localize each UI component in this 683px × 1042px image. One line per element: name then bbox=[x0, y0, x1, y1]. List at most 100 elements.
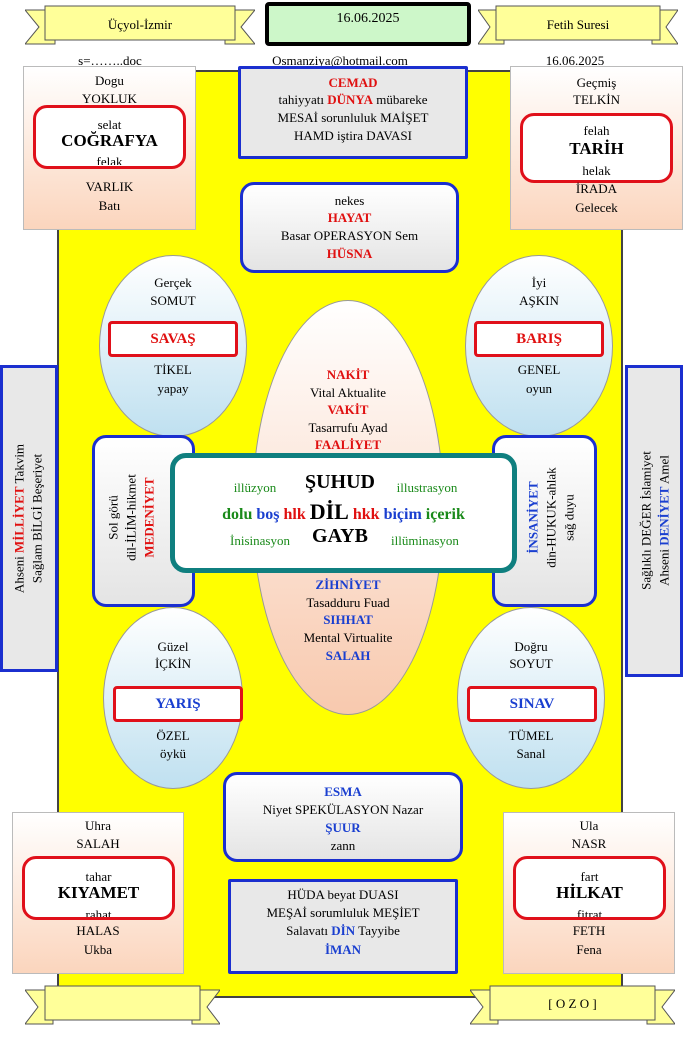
center-red1: NAKİT bbox=[326, 367, 370, 382]
bottom-panel-line3-b: Tayyibe bbox=[358, 923, 400, 938]
top-panel-line1-b: mübareke bbox=[376, 92, 428, 107]
corner-br-title-box bbox=[513, 856, 666, 920]
small-date: 16.06.2025 bbox=[545, 53, 605, 68]
left-inner-red: MEDENİYET bbox=[141, 477, 157, 558]
far-left-line1-b: Takvim bbox=[11, 443, 27, 484]
center-box-left-top: illüzyon bbox=[233, 480, 277, 495]
far-right-line2-b: Amel bbox=[656, 455, 672, 484]
ellipse-lr-bottom1: TÜMEL bbox=[508, 728, 554, 743]
ellipse-ur-top1: İyi bbox=[531, 275, 547, 290]
lower-panel-line2: zann bbox=[330, 838, 356, 853]
corner-tr-bottom1: İRADA bbox=[575, 181, 618, 196]
center-box-title-top: ŞUHUD bbox=[304, 471, 375, 493]
corner-bl-bottom2: Ukba bbox=[83, 942, 113, 957]
ellipse-lr-bottom2: Sanal bbox=[516, 746, 546, 761]
top-panel-line1-red: DÜNYA bbox=[327, 92, 373, 107]
top-panel-line1-a: tahiyyatı bbox=[278, 92, 324, 107]
corner-bl-title-box bbox=[22, 856, 175, 920]
corner-bl-inner-bottom: rahat bbox=[85, 907, 112, 917]
far-right-line2-a: Ahseni bbox=[656, 549, 672, 586]
left-inner-line2: dil-İLİM-hikmet bbox=[123, 474, 139, 561]
footer-right-text: [ O Z O ] bbox=[548, 996, 597, 1011]
corner-br-bottom1: FETH bbox=[572, 923, 606, 938]
center-line4: Mental Virtualite bbox=[303, 630, 393, 645]
far-right-line1: Sağlıklı DEĞER İslamiyet bbox=[638, 451, 654, 590]
corner-tr-inner-top: felah bbox=[583, 123, 610, 138]
ellipse-ur-bottom1: GENEL bbox=[517, 362, 561, 377]
far-left-box bbox=[0, 365, 58, 672]
lower-panel-blue1: ESMA bbox=[324, 784, 362, 799]
corner-br-title: HİLKAT bbox=[556, 883, 623, 902]
right-ribbon-banner bbox=[478, 5, 678, 45]
top-panel-line2: MESAİ sorunluluk MAİŞET bbox=[277, 110, 429, 125]
top-panel bbox=[238, 66, 468, 159]
far-right-line2: Ahseni DENİYET Amel bbox=[656, 381, 673, 661]
corner-br-top2: NASR bbox=[571, 836, 607, 851]
corner-tl-top1: Dogu bbox=[95, 73, 124, 88]
center-box-right-bottom: illüminasyon bbox=[391, 533, 459, 548]
word-hkk: hkk bbox=[352, 506, 380, 523]
corner-tl-title: COĞRAFYA bbox=[61, 131, 158, 150]
left-ribbon-banner bbox=[25, 5, 255, 45]
ellipse-lr-title-box bbox=[467, 686, 597, 722]
top-panel-line3: HAMD iştira DAVASI bbox=[294, 128, 412, 143]
footer-right-ribbon bbox=[470, 985, 675, 1025]
bottom-panel-line3: Salavatı DİN Tayyibe bbox=[228, 922, 458, 940]
far-left-line2: Sağlam BİLGİ Beşeriyet bbox=[29, 453, 45, 584]
ellipse-ul-top1: Gerçek bbox=[154, 275, 192, 290]
corner-tr-title: TARİH bbox=[569, 139, 624, 158]
center-blue2: SIHHAT bbox=[323, 612, 373, 627]
bottom-panel bbox=[228, 879, 458, 974]
right-banner-text: Fetih Suresi bbox=[546, 17, 610, 32]
footer-left-ribbon bbox=[25, 985, 220, 1025]
ellipse-ul-bottom2: yapay bbox=[157, 381, 189, 396]
word-bicim: biçim bbox=[383, 506, 422, 523]
center-blue1: ZİHNİYET bbox=[315, 577, 381, 592]
corner-tr-inner-bottom: helak bbox=[582, 163, 611, 176]
ellipse-ll-bottom1: ÖZEL bbox=[156, 728, 190, 743]
word-hlk: hlk bbox=[283, 506, 306, 523]
corner-tl-inner-top: selat bbox=[97, 117, 122, 132]
corner-tl-top2: YOKLUK bbox=[82, 91, 137, 106]
date-box bbox=[265, 2, 471, 46]
corner-bl-bottom1: HALAS bbox=[76, 923, 120, 938]
corner-bl-title: KIYAMET bbox=[57, 883, 140, 902]
far-left-line1: Ahseni MİLLİYET Takvim bbox=[11, 379, 28, 659]
right-inner-line2: sağ duyu bbox=[561, 494, 577, 541]
corner-tl-bottom2: Batı bbox=[98, 198, 121, 213]
corner-br-bottom2: Fena bbox=[576, 942, 602, 957]
file-label: s=……..doc bbox=[78, 53, 142, 68]
date-text: 16.06.2025 bbox=[336, 11, 400, 26]
ellipse-ll-bottom2: öykü bbox=[160, 746, 186, 761]
ellipse-ur-bottom2: oyun bbox=[526, 381, 552, 396]
email-label: Osmanziya@hotmail.com bbox=[272, 53, 408, 68]
upper-panel-red1: HAYAT bbox=[327, 210, 372, 225]
right-inner-blue: İNSANİYET bbox=[525, 481, 541, 554]
right-inner-line1: din-HUKUK-ahlak bbox=[543, 467, 559, 568]
corner-br-inner-top: fart bbox=[580, 869, 599, 884]
ellipse-ur-title: BARIŞ bbox=[516, 331, 562, 347]
corner-tr-top2: TELKİN bbox=[573, 92, 620, 107]
word-dil: DİL bbox=[309, 499, 349, 524]
center-red3: FAALİYET bbox=[314, 437, 382, 452]
corner-tr-top1: Geçmiş bbox=[576, 75, 617, 90]
center-box bbox=[170, 453, 517, 573]
ellipse-ul-title-box bbox=[108, 321, 238, 357]
far-left-line1-a: Ahseni bbox=[11, 556, 27, 594]
center-box-left-bottom: İnisinasyon bbox=[230, 533, 290, 548]
bottom-panel-blue: İMAN bbox=[324, 942, 362, 957]
corner-tr-title-box bbox=[520, 113, 673, 183]
ellipse-ur-top2: AŞKIN bbox=[519, 293, 559, 308]
corner-bl-top1: Uhra bbox=[85, 818, 111, 833]
top-panel-line1: tahiyyatı DÜNYA mübareke bbox=[238, 91, 468, 109]
far-right-line2-blue: DENİYET bbox=[656, 486, 672, 546]
far-right-box bbox=[625, 365, 683, 677]
corner-bl-top2: SALAH bbox=[76, 836, 120, 851]
corner-tl-bottom1: VARLIK bbox=[85, 179, 134, 194]
corner-br-top1: Ula bbox=[579, 818, 599, 833]
far-left-line1-red: MİLLİYET bbox=[11, 486, 27, 553]
ellipse-ul-bottom1: TİKEL bbox=[154, 362, 192, 377]
center-line1: Vital Aktualite bbox=[309, 385, 387, 400]
bottom-panel-line1: HÜDA beyat DUASI bbox=[287, 887, 399, 902]
center-line2: Tasarrufu Ayad bbox=[308, 420, 388, 435]
